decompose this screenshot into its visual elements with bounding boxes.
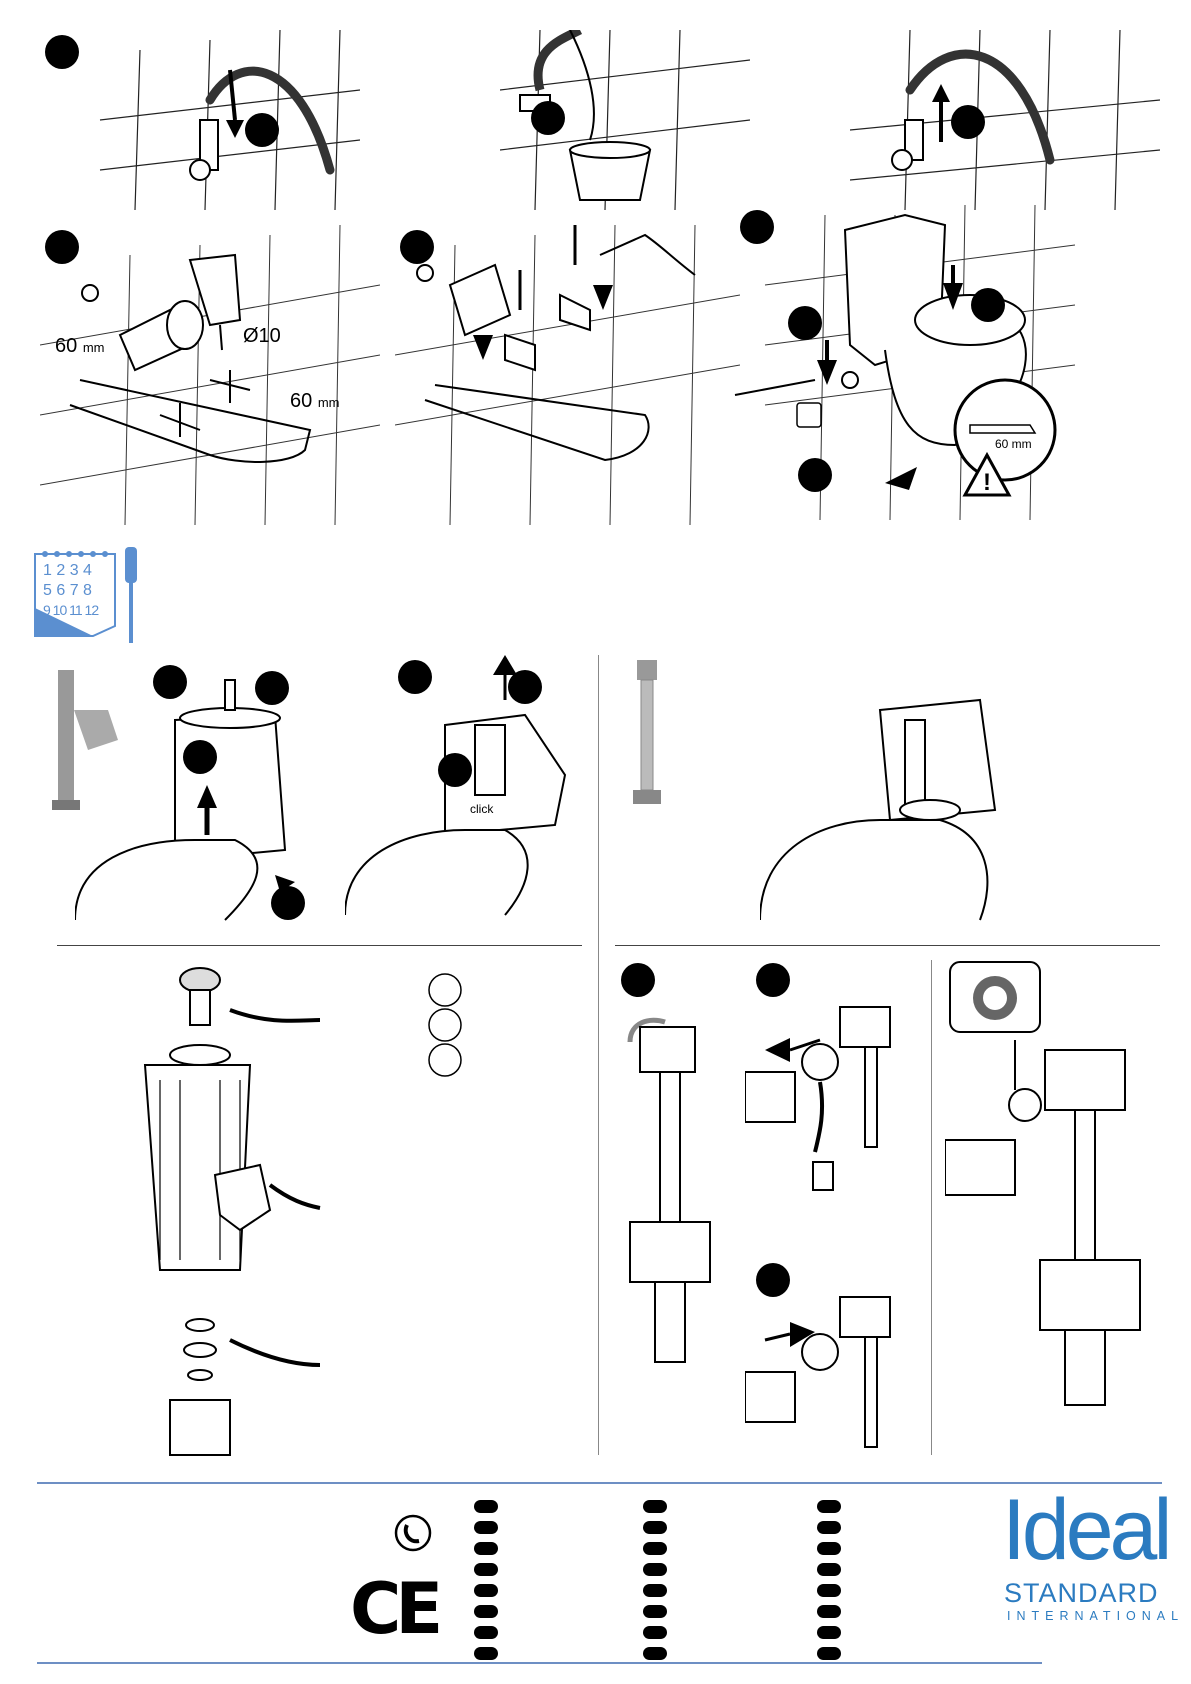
fill-valve-icon <box>625 660 675 810</box>
step-panel-2b <box>395 225 740 525</box>
step-panel-4a <box>620 962 720 1382</box>
bullet-column-2 <box>643 1500 669 1668</box>
dimension-right-offset: 60 mm <box>290 390 339 413</box>
brand-logo-ideal: Ideal <box>1002 1488 1162 1572</box>
dimension-screw-length: 60 mm <box>995 437 1032 451</box>
footer-top-rule <box>37 1482 1162 1484</box>
bullet-column-1 <box>474 1500 500 1668</box>
brand-logo-international: INTERNATIONAL <box>1007 1609 1184 1623</box>
calendar-icon: 1 2 3 4 5 6 7 8 9 10 11 12 <box>33 548 123 638</box>
screwdriver-icon <box>120 545 142 645</box>
ce-mark: CE <box>350 1568 437 1650</box>
flush-option-icons <box>425 972 465 1087</box>
step-panel-1b <box>500 30 750 210</box>
footer-bottom-rule <box>37 1662 1042 1664</box>
calendar-row-3: 9 10 11 12 <box>43 602 98 618</box>
step-panel-3b: click <box>345 655 570 925</box>
step-panel-2a: 60 mm Ø10 60 mm <box>40 225 380 525</box>
step-panel-1c <box>850 30 1160 210</box>
step-panel-3c <box>760 690 1010 925</box>
step-panel-1a <box>40 30 360 210</box>
step-panel-3a <box>75 660 325 925</box>
bullet-column-3 <box>817 1500 843 1668</box>
click-label: click <box>470 802 494 816</box>
calendar-row-1: 1 2 3 4 <box>43 562 92 580</box>
vertical-divider <box>598 655 599 1455</box>
step-marker <box>45 35 79 69</box>
dimension-drill-diameter: Ø10 <box>243 325 281 348</box>
dimension-left-offset: 60 mm <box>55 335 104 358</box>
step-panel-4d <box>945 960 1145 1420</box>
calendar-row-2: 5 6 7 8 <box>43 582 92 600</box>
water-level-icon <box>797 403 821 427</box>
trash-bin-icon <box>813 1162 833 1190</box>
flush-valve-exploded <box>140 960 340 1475</box>
section-divider-left <box>57 945 582 946</box>
step-panel-4c <box>745 1262 920 1462</box>
section-divider-right <box>615 945 1160 946</box>
svg-text:!: ! <box>983 469 991 496</box>
phone-icon <box>393 1513 433 1553</box>
brand-logo-standard: STANDARD <box>1004 1578 1159 1609</box>
step-panel-4b <box>745 962 920 1202</box>
vertical-divider-2 <box>931 960 932 1455</box>
step-panel-2c: ! 60 mm <box>725 205 1075 520</box>
